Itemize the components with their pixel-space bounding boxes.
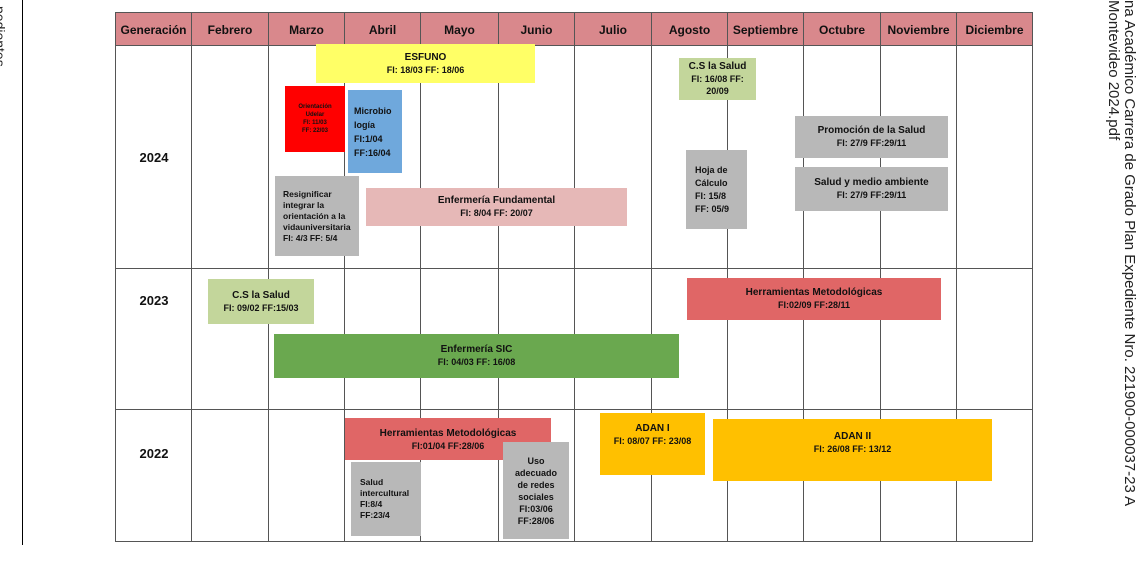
course-line: logía [354, 119, 376, 130]
course-dates: FI: 8/04 FF: 20/07 [460, 208, 533, 218]
header-julio: Julio [575, 13, 652, 46]
course-line: FI: 15/8 [695, 190, 727, 201]
course-promocion-salud: Promoción de la Salud FI: 27/9 FF:29/11 [795, 116, 948, 158]
course-line: Udelar [305, 112, 325, 118]
calendar-grid: Generación Febrero Marzo Abril Mayo Juni… [115, 12, 1033, 542]
course-title: C.S la Salud [688, 61, 747, 72]
course-line: integrar la [283, 199, 325, 210]
course-dates: FI: 26/08 FF: 13/12 [813, 444, 892, 454]
course-line: FF:23/4 [360, 510, 390, 520]
column-divider [191, 46, 192, 541]
header-noviembre: Noviembre [881, 13, 957, 46]
course-dates: FI:02/09 FF:28/11 [777, 300, 851, 310]
header-febrero: Febrero [192, 13, 269, 46]
course-line: intercultural [360, 488, 410, 498]
course-title: ESFUNO [404, 51, 447, 63]
course-line: Orientación [298, 104, 332, 110]
course-title: Herramientas Metodológicas [379, 428, 517, 439]
column-divider [420, 46, 421, 541]
course-microbiologia: Microbio logía FI:1/04 FF:16/04 [348, 90, 402, 173]
course-title: ADAN I [635, 423, 670, 434]
row-divider [116, 268, 1032, 269]
course-line: FI:1/04 [354, 133, 383, 144]
header-diciembre: Diciembre [957, 13, 1032, 46]
course-line: Hoja de [695, 164, 728, 175]
course-title: Herramientas Metodológicas [745, 287, 883, 298]
course-hoja-calculo: Hoja de Cálculo FI: 15/8 FF: 05/9 [686, 150, 747, 229]
header-junio: Junio [499, 13, 575, 46]
course-dates: FI: 08/07 FF: 23/08 [613, 436, 692, 446]
course-line: FI:03/06 [519, 503, 553, 514]
course-cs-salud-2024: C.S la Salud FI: 16/08 FF: 20/09 [679, 58, 756, 100]
course-title: Enfermería SIC [440, 344, 513, 355]
course-uso-redes-sociales: Uso adecuado de redes sociales FI:03/06 … [503, 442, 569, 539]
header-generacion: Generación [116, 13, 192, 46]
course-line: FI: 4/3 FF: 5/4 [283, 232, 338, 243]
course-line: vidauniversitaria [283, 221, 351, 232]
course-line: adecuado [514, 467, 557, 478]
course-dates: FI: 04/03 FF: 16/08 [437, 357, 516, 367]
course-salud-intercultural: Salud intercultural FI:8/4 FF:23/4 [351, 462, 421, 536]
year-2023: 2023 [139, 293, 169, 308]
course-line: Uso [527, 455, 545, 466]
course-line: Salud [360, 477, 384, 487]
course-resignificar: Resignificar integrar la orientación a l… [275, 176, 359, 256]
header-octubre: Octubre [804, 13, 881, 46]
course-cs-salud-2023: C.S la Salud FI: 09/02 FF:15/03 [208, 279, 314, 324]
column-divider [344, 46, 345, 541]
header-abril: Abril [345, 13, 421, 46]
course-line: Microbio [354, 105, 392, 116]
course-line: FI:8/4 [360, 499, 383, 509]
row-divider [116, 409, 1032, 410]
course-title: Salud y medio ambiente [814, 177, 929, 188]
course-enfermeria-sic: Enfermería SIC FI: 04/03 FF: 16/08 [274, 334, 679, 378]
course-herramientas-2023: Herramientas Metodológicas FI:02/09 FF:2… [687, 278, 941, 320]
course-line: Cálculo [695, 177, 728, 188]
course-line: sociales [518, 491, 554, 502]
course-esfuno: ESFUNO FI: 18/03 FF: 18/06 [316, 44, 535, 83]
side-right-line-2: Montevideo 2024.pdf [1105, 0, 1122, 141]
year-2024: 2024 [139, 149, 169, 165]
header-septiembre: Septiembre [728, 13, 804, 46]
course-line: orientación a la [283, 210, 346, 221]
course-line: FI: 11/03 [303, 120, 327, 126]
column-divider [574, 46, 575, 541]
course-title: ADAN II [833, 431, 872, 442]
left-margin-rule [22, 0, 23, 545]
year-2022: 2022 [139, 446, 169, 461]
course-line: FF: 05/9 [695, 203, 730, 214]
header-agosto: Agosto [652, 13, 728, 46]
course-dates: FI: 09/02 FF:15/03 [223, 302, 299, 313]
course-salud-medio-ambiente: Salud y medio ambiente FI: 27/9 FF:29/11 [795, 167, 948, 211]
side-label-right: na Académico Carrera de Grado Plan Exped… [1082, 0, 1140, 570]
side-right-line-1: na Académico Carrera de Grado Plan Exped… [1121, 0, 1138, 507]
course-adan-1: ADAN I FI: 08/07 FF: 23/08 [600, 413, 705, 475]
course-dates: FI: 27/9 FF:29/11 [836, 190, 907, 200]
header-divider [116, 45, 1032, 46]
course-line: de redes [517, 479, 555, 490]
column-divider [651, 46, 652, 541]
column-divider [956, 46, 957, 541]
course-dates: FI: 18/03 FF: 18/06 [386, 64, 465, 75]
course-adan-2: ADAN II FI: 26/08 FF: 13/12 [713, 419, 992, 481]
header-mayo: Mayo [421, 13, 499, 46]
course-enfermeria-fundamental: Enfermería Fundamental FI: 8/04 FF: 20/0… [366, 188, 627, 226]
column-divider [498, 46, 499, 541]
course-line: Resignificar [283, 188, 332, 199]
course-line: FF:16/04 [354, 147, 391, 158]
header-marzo: Marzo [269, 13, 345, 46]
side-label-left: pedientes [0, 6, 8, 67]
course-dates: FI:01/04 FF:28/06 [411, 441, 485, 451]
course-orientacion-udelar: Orientación Udelar FI: 11/03 FF: 22/03 [285, 86, 345, 152]
course-dates: FI: 16/08 FF: 20/09 [691, 74, 744, 96]
course-line: FF: 22/03 [301, 128, 328, 134]
course-dates: FI: 27/9 FF:29/11 [836, 138, 907, 148]
course-title: C.S la Salud [232, 289, 290, 301]
course-title: Promoción de la Salud [817, 125, 926, 136]
course-line: FF:28/06 [517, 515, 555, 526]
course-title: Enfermería Fundamental [437, 195, 556, 206]
